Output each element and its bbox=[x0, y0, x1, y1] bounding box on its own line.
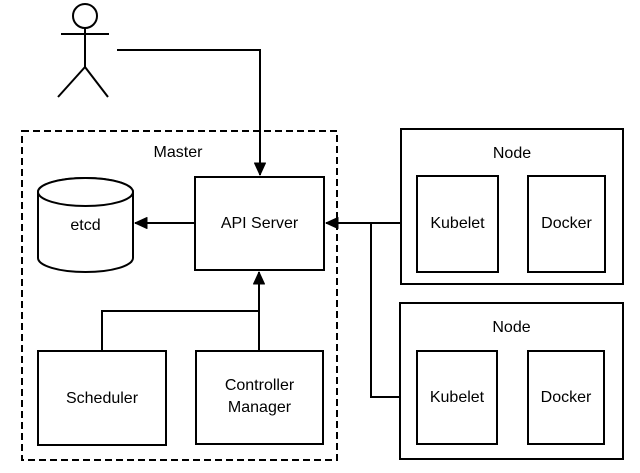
etcd-cylinder-top bbox=[37, 177, 134, 207]
user-actor-icon bbox=[57, 3, 109, 98]
node1-kubelet-box bbox=[416, 175, 499, 273]
worker-node-1: Node Kubelet Docker bbox=[400, 128, 624, 285]
master-boundary bbox=[21, 130, 338, 461]
scheduler-label: Scheduler bbox=[66, 390, 139, 407]
etcd-label: etcd bbox=[70, 217, 100, 234]
scheduler-node: Scheduler bbox=[37, 350, 167, 446]
etcd-cylinder: etcd bbox=[37, 177, 134, 273]
controller-manager-node: Controller Manager bbox=[195, 350, 324, 445]
node1-label: Node bbox=[493, 145, 531, 162]
node2-label: Node bbox=[492, 319, 530, 336]
api-server-box bbox=[194, 176, 325, 271]
controller-manager-box bbox=[195, 350, 324, 445]
api-server-node: API Server bbox=[194, 176, 325, 271]
node2-kubelet-label: Kubelet bbox=[430, 389, 485, 406]
scheduler-box bbox=[37, 350, 167, 446]
node2-docker-label: Docker bbox=[541, 389, 592, 406]
actor-head bbox=[72, 3, 98, 29]
controller-manager-label-line2: Manager bbox=[228, 399, 292, 416]
node1-kubelet-label: Kubelet bbox=[430, 215, 485, 232]
edge-user-to-api-server bbox=[117, 49, 266, 176]
master-label: Master bbox=[154, 144, 204, 161]
controller-manager-label-line1: Controller bbox=[225, 377, 295, 394]
actor-right-leg bbox=[84, 66, 109, 98]
node1-docker-label: Docker bbox=[541, 215, 592, 232]
actor-left-leg bbox=[57, 66, 86, 98]
node1-docker-box bbox=[527, 175, 606, 273]
api-server-label: API Server bbox=[221, 215, 299, 232]
node2-docker-box bbox=[527, 350, 605, 445]
worker-node-2: Node Kubelet Docker bbox=[399, 302, 624, 460]
node2-kubelet-box bbox=[416, 350, 498, 445]
edge-scheduler-to-junction bbox=[101, 310, 259, 351]
